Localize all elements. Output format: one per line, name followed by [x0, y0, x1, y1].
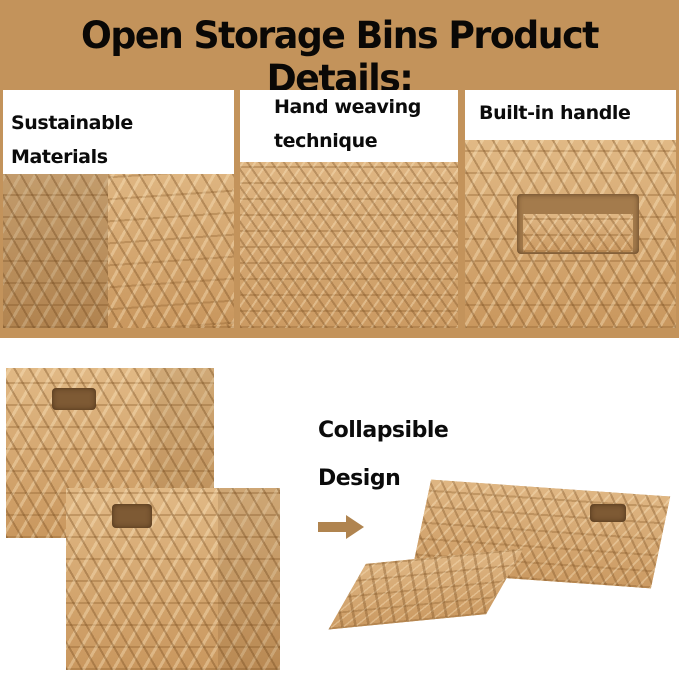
- panel-label-hand-weaving: Hand weaving technique: [274, 90, 421, 158]
- detail-panel-hand-weaving: Hand weaving technique: [240, 90, 458, 328]
- basket-inner-wall: [3, 150, 113, 328]
- bin-back-handle: [52, 388, 96, 410]
- panel-label-line-1: Hand weaving: [274, 96, 421, 118]
- collapsible-label-line-2: Design: [318, 466, 401, 491]
- detail-panel-built-in-handle: Built-in handle: [465, 90, 676, 328]
- bin-front-handle: [112, 504, 152, 528]
- page-title: Open Storage Bins Product Details:: [80, 14, 599, 100]
- basket-rim-image: [108, 150, 234, 328]
- panel-label-sustainable-materials: Sustainable Materials: [3, 106, 234, 174]
- collapsed-bin-base: [328, 548, 524, 630]
- bin-front-side-shade: [218, 488, 280, 670]
- collapsible-label-line-1: Collapsible: [318, 418, 449, 443]
- panel-label-built-in-handle: Built-in handle: [465, 96, 637, 130]
- storage-bin-front: [66, 488, 280, 670]
- detail-panel-sustainable-materials: Sustainable Materials: [3, 90, 234, 328]
- panel-label-line-2: technique: [274, 130, 378, 152]
- weave-closeup-image: [240, 162, 458, 328]
- handle-inner-weave: [523, 214, 633, 252]
- right-arrow-icon: [318, 515, 364, 539]
- collapsed-bin-handle: [590, 504, 626, 522]
